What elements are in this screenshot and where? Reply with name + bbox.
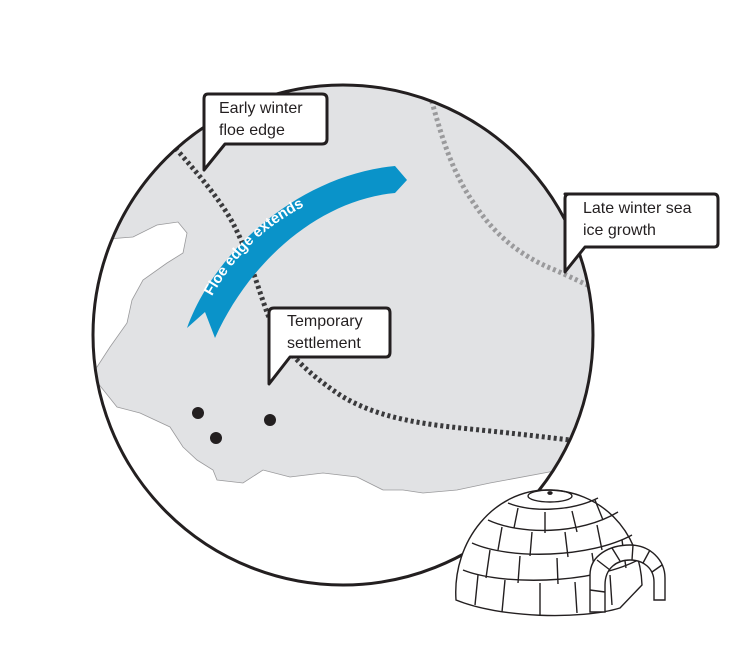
temporary-settlement-label: Temporary settlement [287, 313, 363, 352]
settlement-dot [192, 407, 204, 419]
open-water-bay [93, 221, 188, 371]
settlement-dot [210, 432, 222, 444]
settlement-callout-box [267, 306, 392, 386]
late-winter-ice-growth-label: Late winter sea ice growth [583, 200, 692, 239]
settlement-dot [264, 414, 276, 426]
late-winter-ice-growth-line [427, 94, 593, 293]
igloo-illustration [455, 489, 666, 617]
early-winter-floe-edge-label: Early winter floe edge [219, 100, 303, 139]
early-winter-floe-edge-line [158, 128, 593, 448]
late-winter-callout-box [563, 192, 720, 274]
early-winter-callout-box [202, 92, 329, 172]
region-circle-outline [91, 83, 595, 587]
